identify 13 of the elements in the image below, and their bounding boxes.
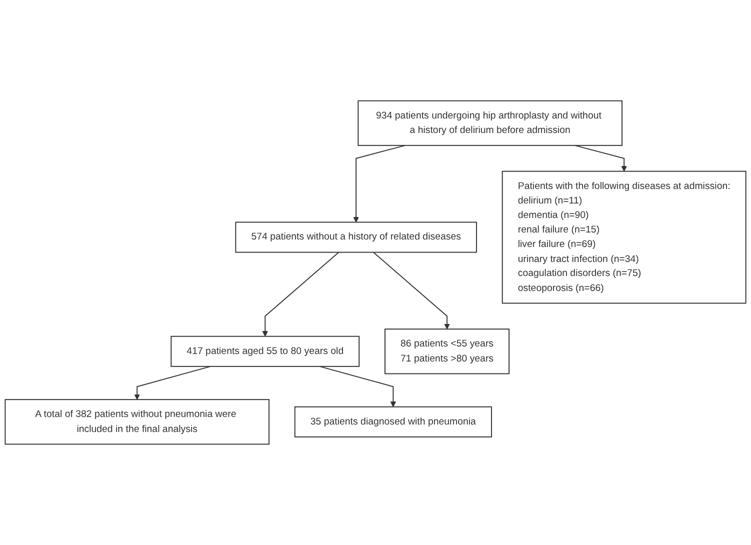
process-box: A total of 382 patients without pneumonia were included in the final analysis — [4, 399, 270, 445]
process-box: Patients with the following diseases at admission: delirium (n=11) dementia (n=90) renal failure (n=15) liver failure (n=69) urinary tract infection (n=34) coagulation disorders (n=75) osteoporosis (n=66) — [502, 170, 746, 304]
arrow — [353, 144, 406, 222]
process-box: 35 patients diagnosed with pneumonia — [294, 406, 492, 438]
process-box: 934 patients undergoing hip arthroplasty and without a history of delirium before admission — [358, 100, 622, 146]
process-box: 86 patients <55 years 71 patients >80 years — [384, 328, 510, 374]
arrow — [262, 252, 340, 337]
arrow — [372, 252, 450, 330]
process-box: 417 patients aged 55 to 80 years old — [170, 336, 360, 367]
arrow — [319, 366, 396, 408]
process-box: 574 patients without a history of related diseases — [235, 222, 477, 253]
arrow — [134, 366, 211, 400]
arrow — [574, 144, 627, 172]
